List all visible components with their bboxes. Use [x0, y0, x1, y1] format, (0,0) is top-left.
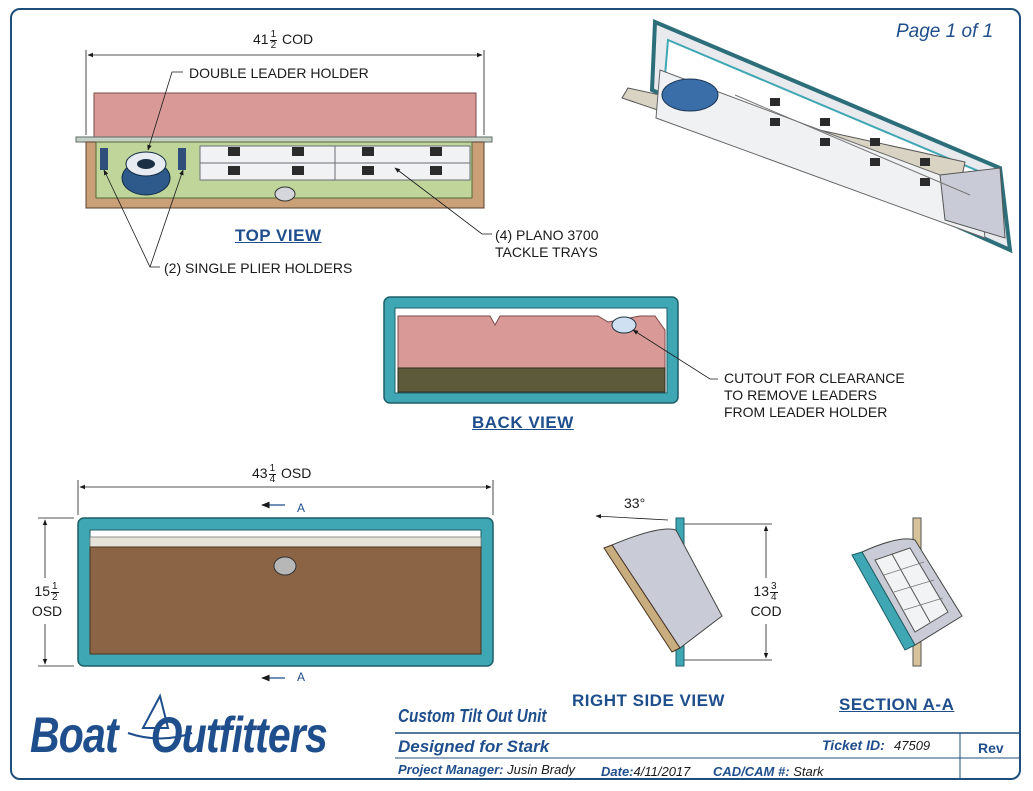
- fraction-numerator: 1: [268, 463, 277, 475]
- page-number: Page 1 of 1: [896, 21, 994, 42]
- callout-cutout-line2: TO REMOVE LEADERS: [724, 387, 878, 403]
- project-manager-value: Jusin Brady: [507, 762, 576, 777]
- cad-cam-label: CAD/CAM #:: [713, 764, 790, 779]
- project-manager-label: Project Manager:: [398, 762, 504, 777]
- fraction-numerator: 1: [269, 29, 278, 41]
- callout-tackle-trays-line1: (4) PLANO 3700: [495, 227, 599, 243]
- fraction-numerator: 3: [770, 581, 778, 593]
- dimension-whole: 41: [253, 31, 269, 48]
- drawing-frame: [10, 8, 1021, 780]
- section-mark-bottom: A: [297, 670, 306, 684]
- dimension-whole: 13: [753, 583, 769, 600]
- section-mark-top: A: [297, 501, 306, 515]
- front-view-drawing: [38, 480, 494, 682]
- dimension-suffix: OSD: [281, 465, 312, 482]
- date-label: Date:: [601, 764, 634, 779]
- top-view-drawing: [75, 50, 493, 268]
- callout-plier-holders: (2) SINGLE PLIER HOLDERS: [164, 260, 353, 276]
- dimension-whole: 43: [252, 465, 268, 482]
- project-manager: Project Manager: Jusin Brady: [398, 762, 575, 777]
- fraction-denominator: 2: [270, 40, 277, 51]
- section-aa-title: SECTION A-A: [839, 695, 955, 714]
- dimension-suffix: OSD: [31, 603, 63, 619]
- rev-label: Rev: [978, 740, 1004, 756]
- fraction-denominator: 4: [771, 592, 777, 603]
- cad-cam-value: Stark: [793, 764, 824, 779]
- fraction-denominator: 4: [269, 474, 276, 485]
- tilt-angle-label: 33°: [624, 495, 646, 511]
- fraction-denominator: 2: [52, 592, 58, 603]
- isometric-view-drawing: [621, 19, 1013, 254]
- back-view-title: BACK VIEW: [472, 413, 574, 432]
- back-view-drawing: [383, 296, 718, 404]
- dimension-whole: 15: [34, 583, 50, 600]
- logo-text-right: Outfitters: [150, 707, 328, 763]
- cad-cam-number: CAD/CAM #: Stark: [713, 764, 824, 779]
- callout-double-leader-holder: DOUBLE LEADER HOLDER: [189, 65, 369, 81]
- right-side-view-title: RIGHT SIDE VIEW: [572, 691, 725, 710]
- fraction-numerator: 1: [51, 581, 59, 593]
- dimension-suffix: COD: [750, 603, 782, 619]
- ticket-id-label: Ticket ID:: [822, 737, 885, 753]
- title-block-lines: [127, 693, 1019, 778]
- section-aa-drawing: [851, 517, 963, 667]
- callout-cutout-line1: CUTOUT FOR CLEARANCE: [724, 370, 905, 386]
- callout-cutout-line3: FROM LEADER HOLDER: [724, 404, 888, 420]
- logo-text-left: Boat: [30, 707, 119, 763]
- product-name: Custom Tilt Out Unit: [398, 706, 547, 726]
- ticket-id-value: 47509: [894, 738, 931, 753]
- designed-for: Designed for Stark: [398, 737, 550, 756]
- dimension-suffix: COD: [282, 31, 314, 48]
- drawing-date: Date:4/11/2017: [601, 764, 690, 779]
- company-logo: Boat Outfitters: [30, 706, 328, 764]
- right-side-view-drawing: [595, 514, 772, 667]
- callout-tackle-trays-line2: TACKLE TRAYS: [495, 244, 598, 260]
- date-value: 4/11/2017: [633, 764, 691, 779]
- top-view-title: TOP VIEW: [235, 226, 322, 245]
